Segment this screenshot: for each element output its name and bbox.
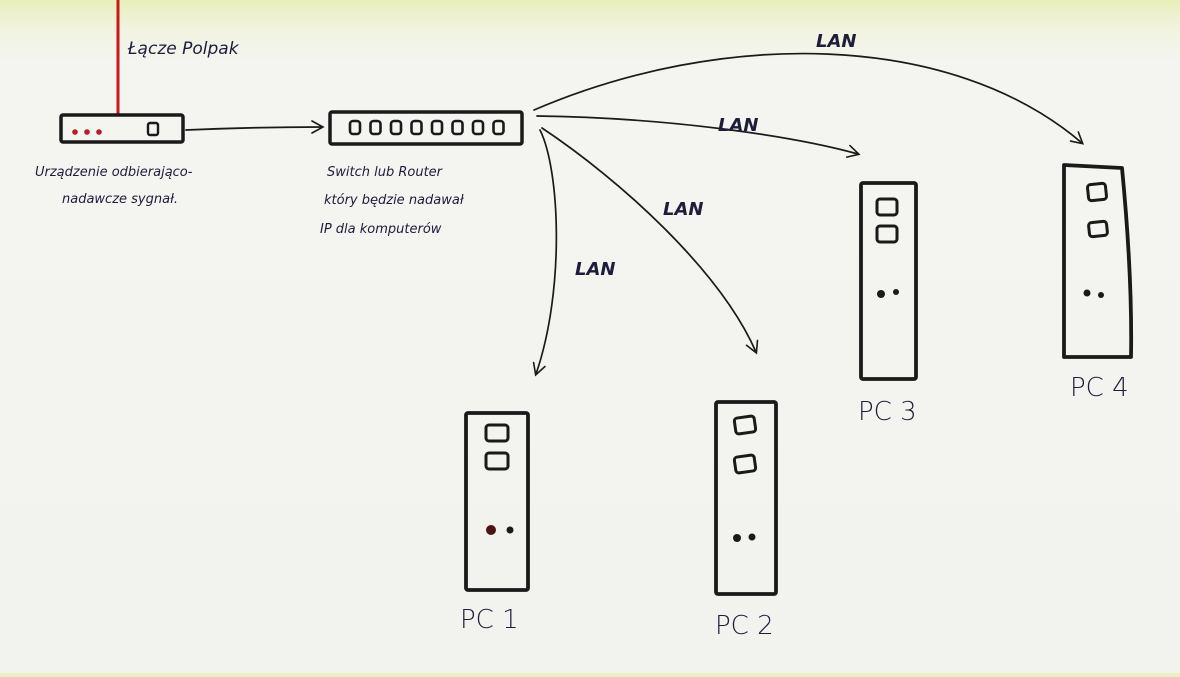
lan-link-pc1 <box>532 129 558 377</box>
uplink-label: Łącze Polpak <box>127 39 240 59</box>
modem-led <box>96 129 102 135</box>
modem-port <box>146 121 160 137</box>
switch-caption-line1: Switch lub Router <box>327 165 444 180</box>
lan-link-pc4 <box>533 52 1085 145</box>
switch-port <box>430 119 444 136</box>
pc3-drive-bay <box>875 224 899 244</box>
pc3-tower <box>859 181 918 381</box>
pc3-led <box>877 290 885 298</box>
switch-port <box>492 119 505 136</box>
modem-device <box>59 113 185 144</box>
lan-label-pc2: LAN <box>663 199 703 220</box>
pc2-label: PC 2 <box>715 611 774 641</box>
lan-label-pc3: LAN <box>718 115 758 136</box>
pc4-tower <box>1062 163 1134 359</box>
pc3-led <box>893 289 899 295</box>
pc1-tower <box>464 411 530 592</box>
switch-port <box>389 119 403 136</box>
lan-label-pc4: LAN <box>816 31 856 52</box>
pc1-led <box>506 526 514 534</box>
pc3-drive-bay <box>875 197 899 217</box>
switch-port <box>410 119 423 136</box>
pc4-led <box>1098 292 1104 298</box>
pc2-led <box>748 533 756 541</box>
pc4-drive-bay <box>1086 181 1108 203</box>
switch-port <box>471 119 485 136</box>
pc3-label: PC 3 <box>858 397 917 427</box>
lan-link-pc3 <box>536 115 861 158</box>
modem-led <box>84 129 90 135</box>
modem-caption-line1: Urządzenie odbierająco- <box>35 165 193 180</box>
modem-led <box>72 129 78 135</box>
pc1-drive-bay <box>484 451 510 471</box>
switch-port <box>451 119 464 136</box>
modem-to-switch-arrow <box>185 120 325 134</box>
lan-link-pc2 <box>541 127 759 355</box>
pc1-drive-bay <box>484 423 510 443</box>
switch-port <box>348 119 362 136</box>
pc2-drive-bay <box>732 453 758 475</box>
switch-caption-line2: który będzie nadawał <box>324 193 465 208</box>
pc4-led <box>1083 289 1091 297</box>
pc2-drive-bay <box>732 414 758 436</box>
switch-port <box>369 119 382 136</box>
pc1-label: PC 1 <box>460 605 519 635</box>
modem-caption-line2: nadawcze sygnał. <box>62 192 178 207</box>
pc2-led <box>733 534 741 542</box>
pc4-drive-bay <box>1087 219 1109 239</box>
pc4-label: PC 4 <box>1070 373 1129 403</box>
pc1-power-led <box>486 525 496 535</box>
lan-label-pc1: LAN <box>575 259 615 280</box>
switch-device <box>328 110 524 146</box>
pc2-tower <box>714 400 778 596</box>
switch-caption-line3: IP dla komputerów <box>320 222 442 237</box>
